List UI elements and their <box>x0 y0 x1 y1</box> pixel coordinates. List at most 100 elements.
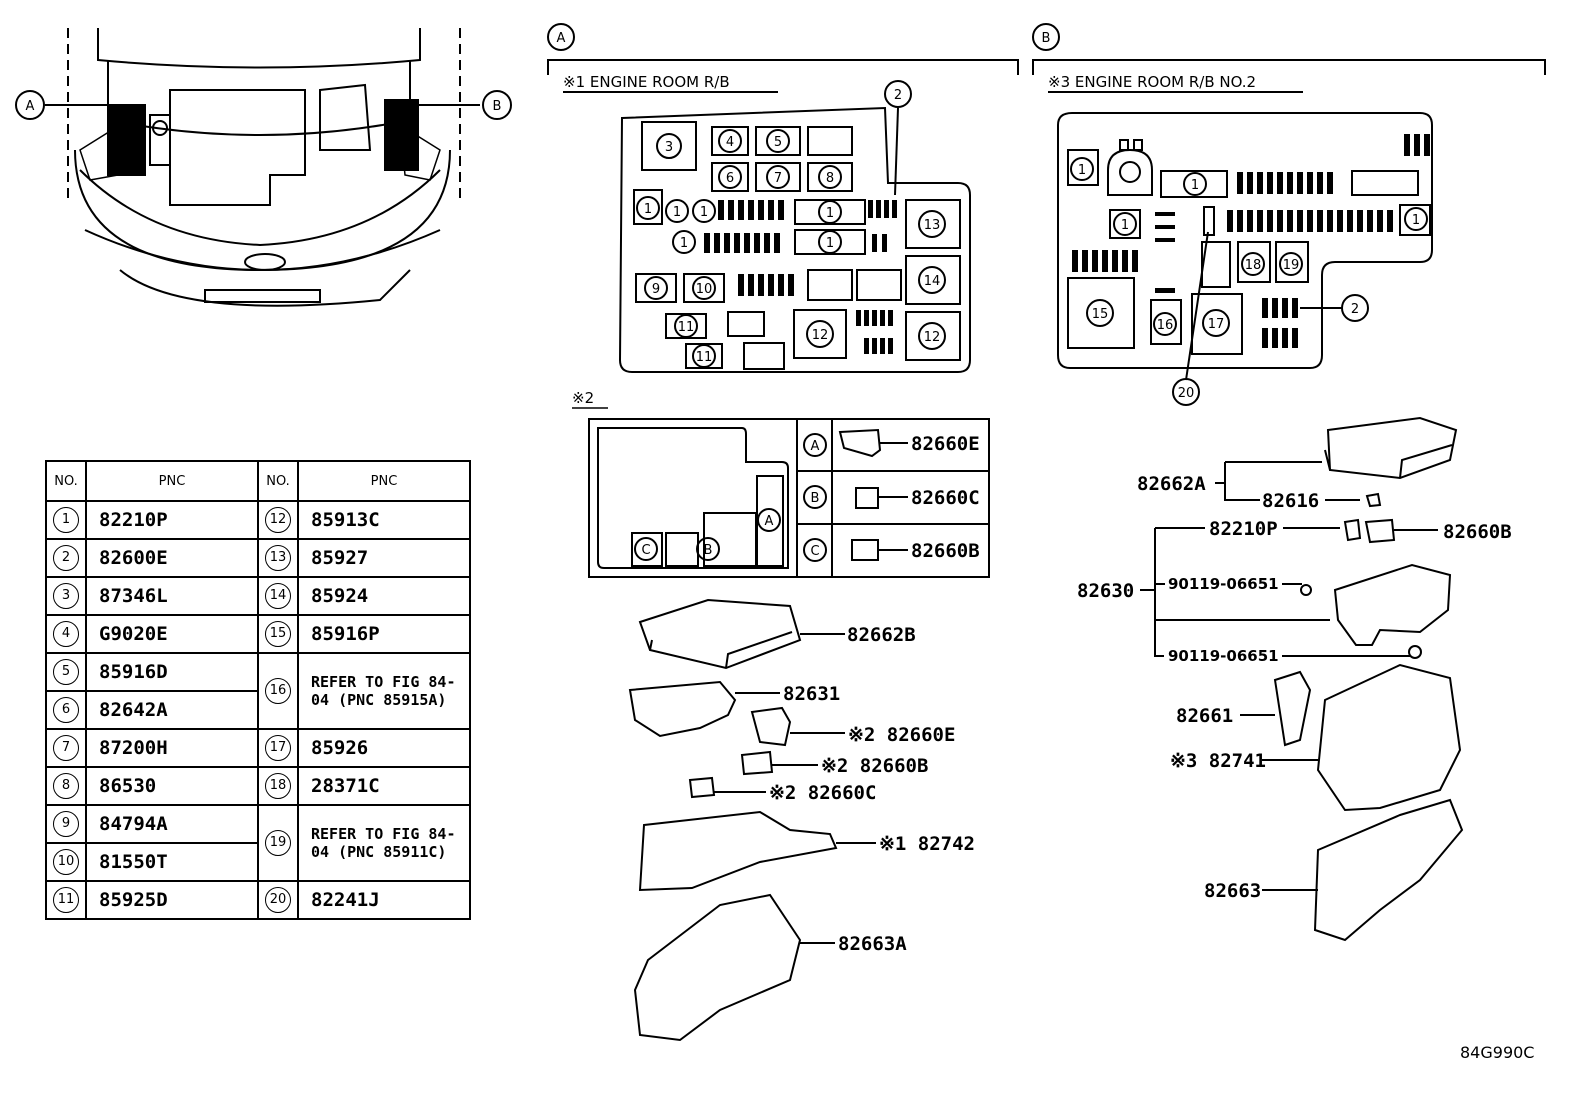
fuse-bank-a <box>704 200 897 354</box>
callout-2: 2 <box>1351 302 1359 317</box>
parts-b-illustration <box>1140 416 1464 942</box>
row-pnc: G9020E <box>85 614 259 654</box>
row-pnc: 28371C <box>297 766 471 806</box>
callout-4: 4 <box>726 135 734 150</box>
part-label-82660e-2: ※2 82660E <box>848 724 955 746</box>
part-label-82660b-b: 82660B <box>1443 521 1512 543</box>
callout-11: 11 <box>696 350 713 365</box>
callout-c: C <box>641 543 650 558</box>
row-pnc: 82642A <box>85 690 259 730</box>
callout-9: 9 <box>652 282 660 297</box>
callout-b: B <box>811 491 820 506</box>
parts-table: NO. PNC NO. PNC 1 82210P 12 85913C 2 826… <box>45 460 471 920</box>
part-label-82630: 82630 <box>1077 580 1134 602</box>
row-number: 2 <box>53 545 79 571</box>
part-label-82663a: 82663A <box>838 933 907 955</box>
part-label-82631: 82631 <box>783 683 840 705</box>
part-label-82616: 82616 <box>1262 490 1319 512</box>
row-pnc: 82210P <box>85 500 259 540</box>
callout-10: 10 <box>696 282 713 297</box>
row-number: 13 <box>265 545 291 571</box>
callout-20: 20 <box>1178 386 1195 401</box>
callout-b: B <box>704 543 713 558</box>
marker-b-overview: B <box>493 99 502 114</box>
row-number: 9 <box>53 811 79 837</box>
row-pnc: 81550T <box>85 842 259 882</box>
callout-19: 19 <box>1283 258 1300 273</box>
relay-block-a <box>618 80 971 373</box>
part-label-82662a: 82662A <box>1137 473 1206 495</box>
table-row: 5 85916D 16 REFER TO FIG 84-04 (PNC 8591… <box>45 652 471 730</box>
row-pnc: 82600E <box>85 538 259 578</box>
part-label-82660e: 82660E <box>911 433 980 455</box>
row-number: 14 <box>265 583 291 609</box>
row-number: 1 <box>53 507 79 533</box>
callout-1: 1 <box>1191 178 1199 193</box>
row-number: 19 <box>265 830 291 856</box>
part-label-82742: ※1 82742 <box>879 833 975 855</box>
row-number: 5 <box>53 659 79 685</box>
note-2-label: ※2 <box>572 389 594 407</box>
callout-1: 1 <box>1412 213 1420 228</box>
part-label-82662b: 82662B <box>847 624 916 646</box>
table-row: 10 81550T <box>45 842 470 882</box>
row-number: 17 <box>265 735 291 761</box>
callout-15: 15 <box>1092 307 1109 322</box>
callout-6: 6 <box>726 171 734 186</box>
section-b-title: ※3 ENGINE ROOM R/B NO.2 <box>1048 73 1256 91</box>
parts-a-illustration <box>628 598 876 1042</box>
callout-17: 17 <box>1208 317 1225 332</box>
row-pnc: 85913C <box>297 500 471 540</box>
table-row: 1 82210P 12 85913C <box>45 500 471 540</box>
row-number: 3 <box>53 583 79 609</box>
row-number: 18 <box>265 773 291 799</box>
relay-block-b <box>1057 112 1433 406</box>
callout-13: 13 <box>924 218 941 233</box>
row-pnc: 85916P <box>297 614 471 654</box>
table-row: 11 85925D 20 82241J <box>45 880 471 920</box>
row-pnc: 86530 <box>85 766 259 806</box>
marker-a-overview: A <box>26 99 35 114</box>
row-pnc: 82241J <box>297 880 471 920</box>
callout-a: A <box>811 439 820 454</box>
figure-code: 84G990C <box>1460 1043 1535 1062</box>
part-label-82660b: 82660B <box>911 540 980 562</box>
row-pnc: 84794A <box>85 804 259 844</box>
callout-1: 1 <box>826 206 834 221</box>
callout-c: C <box>810 544 819 559</box>
table-row: 9 84794A 19 REFER TO FIG 84-04 (PNC 8591… <box>45 804 471 882</box>
section-a-title: ※1 ENGINE ROOM R/B <box>563 73 730 91</box>
part-label-90119-a: 90119-06651 <box>1168 575 1279 593</box>
row-pnc: 85916D <box>85 652 259 692</box>
part-label-82663: 82663 <box>1204 880 1261 902</box>
table-row: 8 86530 18 28371C <box>45 766 471 806</box>
callout-1: 1 <box>700 205 708 220</box>
row-pnc: 85926 <box>297 728 471 768</box>
part-label-82660c: 82660C <box>911 487 980 509</box>
row-pnc: 87200H <box>85 728 259 768</box>
callout-1: 1 <box>680 236 688 251</box>
row-number: 16 <box>265 678 291 704</box>
table-row: 4 G9020E 15 85916P <box>45 614 471 654</box>
row-pnc-refer: REFER TO FIG 84-04 (PNC 85911C) <box>297 804 471 882</box>
table-row: 7 87200H 17 85926 <box>45 728 471 768</box>
callout-12: 12 <box>812 328 829 343</box>
table-row: 6 82642A <box>45 690 470 730</box>
callout-a: A <box>765 514 774 529</box>
header-pnc: PNC <box>85 460 259 502</box>
row-number: 8 <box>53 773 79 799</box>
part-label-82660c-2: ※2 82660C <box>769 782 876 804</box>
row-pnc: 85925D <box>85 880 259 920</box>
row-pnc: 85927 <box>297 538 471 578</box>
row-number: 4 <box>53 621 79 647</box>
header-no: NO. <box>45 460 87 502</box>
callout-8: 8 <box>826 171 834 186</box>
section-a-marker: A <box>557 31 566 46</box>
row-number: 10 <box>53 849 79 875</box>
row-number: 7 <box>53 735 79 761</box>
part-label-82741: ※3 82741 <box>1170 750 1266 772</box>
callout-14: 14 <box>924 274 941 289</box>
callout-3: 3 <box>665 140 673 155</box>
callout-7: 7 <box>774 171 782 186</box>
